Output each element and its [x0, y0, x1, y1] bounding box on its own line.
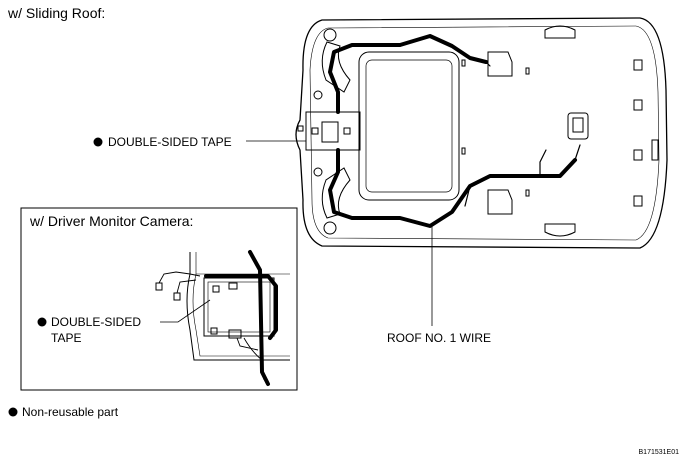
roof-wire-harness: [328, 34, 581, 228]
inset-box: [20, 207, 298, 391]
inset-camera-detail: [155, 252, 290, 381]
tape-callout-label-inset-1: DOUBLE-SIDED: [51, 315, 142, 329]
figure-title: w/ Sliding Roof:: [8, 5, 106, 21]
legend-label: Non-reusable part: [22, 405, 119, 419]
inset-wire-harness: [204, 250, 278, 386]
roof-headliner: [295, 17, 668, 249]
roof-wire-label: ROOF NO. 1 WIRE: [387, 331, 492, 345]
inset-title: w/ Driver Monitor Camera:: [30, 213, 194, 229]
figure-code: B171531E01: [638, 449, 679, 456]
tape-callout-main: [93, 137, 306, 147]
tape-callout-label-main: DOUBLE-SIDED TAPE: [108, 135, 232, 149]
room-lamp-area: [297, 111, 361, 151]
tape-callout-label-inset-2: TAPE: [51, 331, 82, 345]
tape-callout-inset: [37, 299, 211, 327]
non-reusable-dot: [8, 407, 18, 417]
